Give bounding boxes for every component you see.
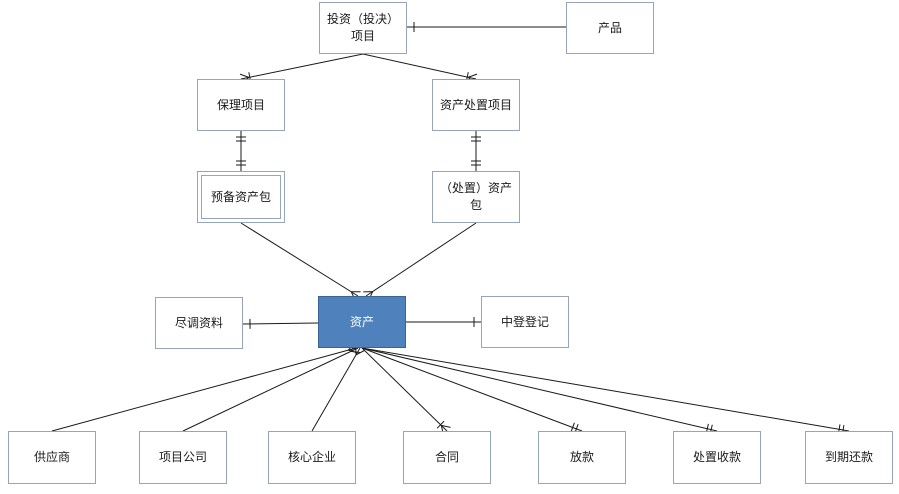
node-core-enterprise[interactable]: 核心企业 xyxy=(268,431,356,484)
node-disposal-project[interactable]: 资产处置项目 xyxy=(432,79,520,131)
edge-core-asset-crow xyxy=(355,350,365,356)
edge-asset-contract-bar xyxy=(436,420,445,429)
edge-investment-disposal xyxy=(362,53,477,80)
edge-asset-contract xyxy=(361,347,448,432)
node-contract[interactable]: 合同 xyxy=(403,431,491,484)
node-product[interactable]: 产品 xyxy=(566,2,654,54)
edge-reserve-asset xyxy=(240,222,359,297)
node-project-company[interactable]: 项目公司 xyxy=(139,431,227,484)
edge-investment-factoring-crow xyxy=(239,73,250,78)
node-due-diligence[interactable]: 尽调资料 xyxy=(155,297,243,349)
edge-asset-loan-bar2 xyxy=(570,422,575,433)
edge-asset-loan xyxy=(361,347,583,432)
node-supplier[interactable]: 供应商 xyxy=(8,431,96,484)
node-registration[interactable]: 中登登记 xyxy=(481,296,569,348)
node-reserve-asset-package[interactable]: 预备资产包 xyxy=(197,171,285,223)
edge-company-asset xyxy=(182,347,359,432)
node-disposal-asset-package[interactable]: （处置）资产 包 xyxy=(432,171,520,223)
node-investment-project[interactable]: 投资（投决） 项目 xyxy=(319,2,407,54)
edge-core-asset xyxy=(311,347,361,432)
edge-investment-factoring xyxy=(240,53,364,80)
node-asset[interactable]: 资产 xyxy=(318,296,406,348)
edge-asset-income xyxy=(361,347,718,432)
edge-asset-repay xyxy=(361,347,850,432)
edge-asset-diligence xyxy=(242,322,319,325)
node-maturity-repayment[interactable]: 到期还款 xyxy=(805,431,893,484)
node-loan[interactable]: 放款 xyxy=(538,431,626,484)
edge-asset-contract-crow xyxy=(441,424,451,428)
edge-investment-disposal-crow xyxy=(468,73,478,78)
edge-dispkg-asset xyxy=(365,222,477,297)
node-disposal-income[interactable]: 处置收款 xyxy=(673,431,761,484)
node-factoring-project[interactable]: 保理项目 xyxy=(197,79,285,131)
edge-supplier-asset xyxy=(51,347,357,432)
